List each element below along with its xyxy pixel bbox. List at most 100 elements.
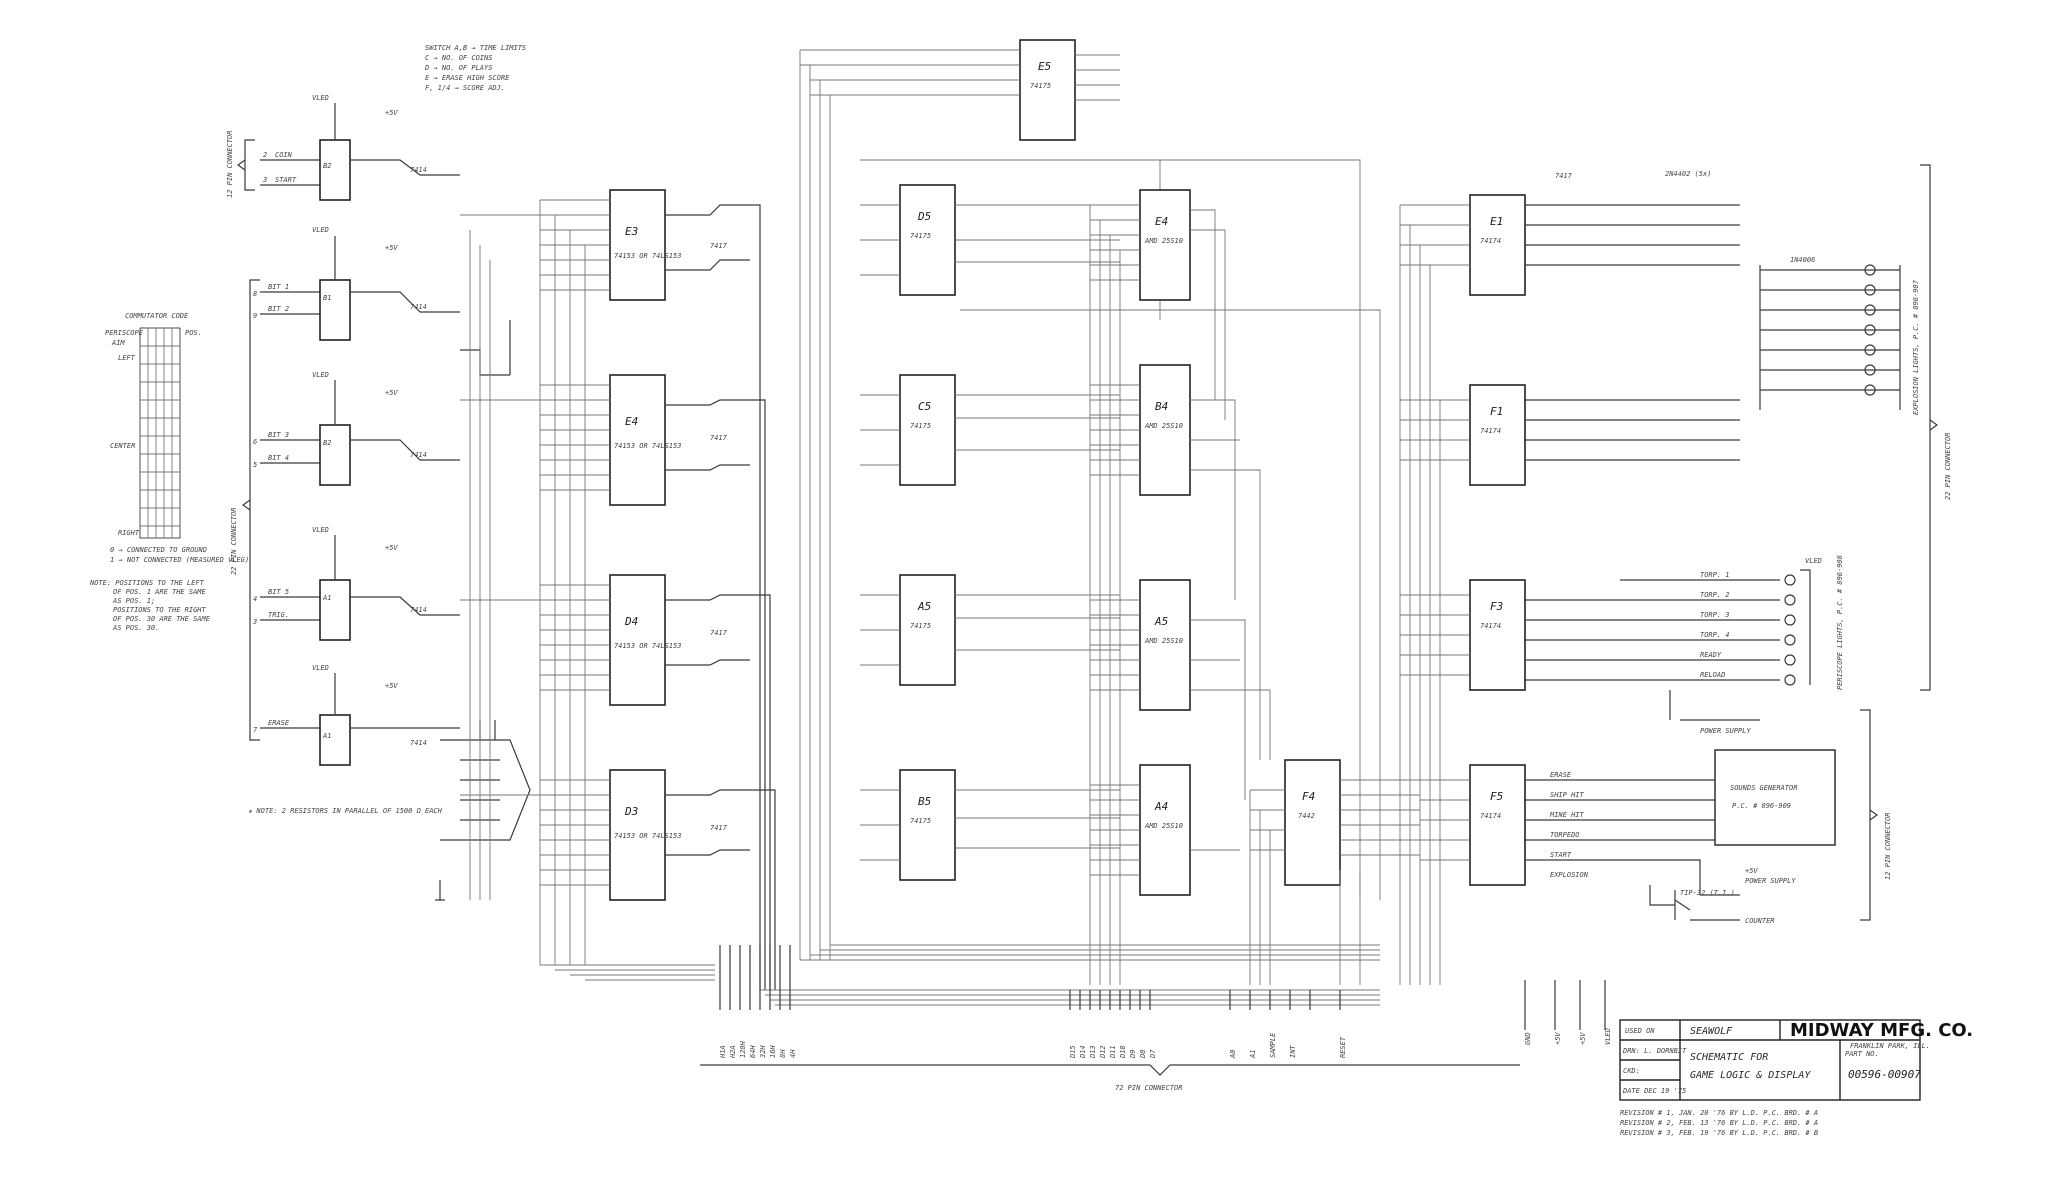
bus-label: H2A [729, 1045, 737, 1059]
switch-notes: SWITCH A,B → TIME LIMITS C → NO. OF COIN… [424, 44, 526, 92]
input-pin: 4 [253, 595, 257, 603]
power-label: VLED [1604, 1028, 1612, 1045]
commutator-legend-0: 0 → CONNECTED TO GROUND [110, 546, 207, 554]
opto-ref: A1 [322, 594, 331, 602]
right-connector-brackets: 22 PIN CONNECTOR 12 PIN CONNECTOR [1860, 164, 1952, 921]
chip-part: AMD 25S10 [1144, 822, 1183, 830]
chip-ref-e5: E5 [1038, 60, 1051, 73]
bottom-bus: H1A H2A 128H 64H 32H 16H 8H 4H D15 D14 D… [540, 944, 1520, 1092]
plus5-label: +5V [385, 109, 398, 117]
input-pin: 7 [253, 726, 258, 734]
connector-12-right: 12 PIN CONNECTOR [1884, 813, 1892, 880]
commutator-note: OF POS. 30 ARE THE SAME [113, 615, 211, 623]
chip-ref-f5: F5 [1490, 790, 1503, 803]
sounds-generator: SOUNDS GENERATOR P.C. # 896-909 ERASE SH… [1549, 749, 1836, 925]
resistor-note: ★ NOTE: 2 RESISTORS IN PARALLEL OF 1500 … [248, 807, 443, 815]
gate-7414: 7414 [410, 166, 427, 174]
chip-part: 74153 OR 74LS153 [614, 442, 681, 450]
chip-ref-f3: F3 [1490, 600, 1503, 613]
gate-7414: 7414 [410, 606, 427, 614]
switch-note-5: F, 1/4 → SCORE ADJ. [425, 84, 505, 92]
plus5-label: +5V [385, 389, 398, 397]
opto-ref: B2 [323, 162, 331, 170]
sounds-generator-pc: P.C. # 896-909 [1732, 802, 1791, 810]
switch-note-4: E → ERASE HIGH SCORE [425, 74, 510, 82]
chip-ref-c5: C5 [918, 400, 931, 413]
left-inputs: 2 COIN 3 START 8 BIT 1 9 BIT 2 6 BIT 3 5… [252, 151, 320, 734]
interconnect-wires [460, 159, 1381, 985]
input-label-start: START [275, 176, 297, 184]
commutator-note: AS POS. 1; [112, 597, 155, 605]
bus-label: D11 [1109, 1045, 1117, 1059]
chip-ref-e1: E1 [1490, 215, 1503, 228]
power-label: +5V [1554, 1032, 1562, 1045]
shifter-chips: E4 AMD 25S10 B4 AMD 25S10 A5 AMD 25S10 A… [1089, 189, 1246, 985]
bus-label: D12 [1099, 1045, 1107, 1059]
power-supply-label: POWER SUPPLY [1745, 877, 1796, 885]
chip-ref-d3: D3 [624, 805, 638, 818]
gate-7417: 7417 [710, 629, 728, 637]
bus-label: RESET [1339, 1036, 1347, 1058]
vled-label: VLED [1805, 557, 1822, 565]
commutator-title: COMMUTATOR CODE [125, 312, 189, 320]
switch-note-2: C → NO. OF COINS [425, 54, 492, 62]
chip-part: AMD 25S10 [1144, 637, 1183, 645]
revision-1: REVISION # 1, JAN. 20 '76 BY L.D. P.C. B… [1620, 1109, 1818, 1117]
vled-label: VLED [312, 371, 329, 379]
drawing-title-2: GAME LOGIC & DISPLAY [1690, 1070, 1811, 1081]
bus-label: A1 [1249, 1050, 1257, 1059]
torpedo-label: READY [1700, 651, 1722, 659]
bus-label: D7 [1149, 1049, 1157, 1059]
bus-label: D10 [1119, 1045, 1127, 1059]
input-label-bit4: BIT 4 [268, 454, 289, 462]
chip-part: 74175 [910, 422, 931, 430]
bus-label: D15 [1069, 1045, 1077, 1059]
torpedo-label: RELOAD [1700, 671, 1725, 679]
chip-ref-f1: F1 [1490, 405, 1503, 418]
commutator-legend-1: 1 → NOT CONNECTED (MEASURED VLEG) [110, 556, 249, 564]
bus-label: 128H [739, 1040, 747, 1058]
sound-label: TORPEDO [1550, 831, 1580, 839]
chip-ref-a4: A4 [1154, 800, 1168, 813]
bus-label: D9 [1129, 1050, 1137, 1059]
power-supply-label: POWER SUPPLY [1700, 727, 1751, 735]
dip-switch-block [435, 320, 531, 901]
sound-label: MINE HIT [1549, 811, 1585, 819]
explosion-lights-label: EXPLOSION LIGHTS, P.C. # 896-907 [1912, 279, 1920, 415]
revision-2: REVISION # 2, FEB. 13 '76 BY L.D. P.C. B… [1620, 1119, 1818, 1127]
opto-couplers: B2 B1 B2 A1 A1 VLED VLED VLED VLED VLED … [312, 94, 460, 766]
bus-label: D8 [1139, 1050, 1147, 1059]
connector-12-left: 12 PIN CONNECTOR [226, 131, 234, 198]
chip-part: 74175 [1030, 82, 1051, 90]
chip-part: 74174 [1480, 622, 1501, 630]
chip-ref-e4: E4 [625, 415, 638, 428]
bus-label: 64H [749, 1045, 757, 1058]
chip-part: 74175 [910, 622, 931, 630]
chip-part: 74153 OR 74LS153 [614, 832, 681, 840]
chip-ref-b4: B4 [1155, 400, 1168, 413]
chip-part: 7442 [1298, 812, 1315, 820]
company-name: MIDWAY MFG. CO. [1790, 1020, 1973, 1041]
commutator-note: AS POS. 30. [112, 624, 159, 632]
revision-3: REVISION # 3, FEB. 19 '76 BY L.D. P.C. B… [1620, 1129, 1818, 1137]
input-pin: 2 [263, 151, 267, 159]
commutator-note: NOTE: POSITIONS TO THE LEFT [89, 579, 205, 587]
bus-label: 4H [789, 1049, 797, 1058]
part-no-label: PART NO. [1845, 1050, 1879, 1058]
bus-label: INT [1289, 1045, 1297, 1058]
input-label-coin: COIN [275, 151, 293, 159]
latch-chips: E5 74175 D5 74175 C5 74175 A5 74175 B5 7… [799, 39, 1161, 960]
gate-7417: 7417 [710, 434, 728, 442]
used-on: SEAWOLF [1690, 1026, 1733, 1037]
opto-ref: A1 [322, 732, 331, 740]
input-label-bit5: BIT 5 [268, 588, 289, 596]
torpedo-label: TORP. 1 [1700, 571, 1730, 579]
drawing-title-1: SCHEMATIC FOR [1690, 1052, 1768, 1063]
company-location: FRANKLIN PARK, ILL. [1850, 1042, 1930, 1050]
switch-note-3: D → NO. OF PLAYS [424, 64, 492, 72]
opto-ref: B1 [323, 294, 331, 302]
commutator-note: OF POS. 1 ARE THE SAME [113, 588, 207, 596]
gate-7414: 7414 [410, 451, 427, 459]
chip-part: 74153 OR 74LS153 [614, 642, 681, 650]
input-pin: 9 [253, 312, 257, 320]
